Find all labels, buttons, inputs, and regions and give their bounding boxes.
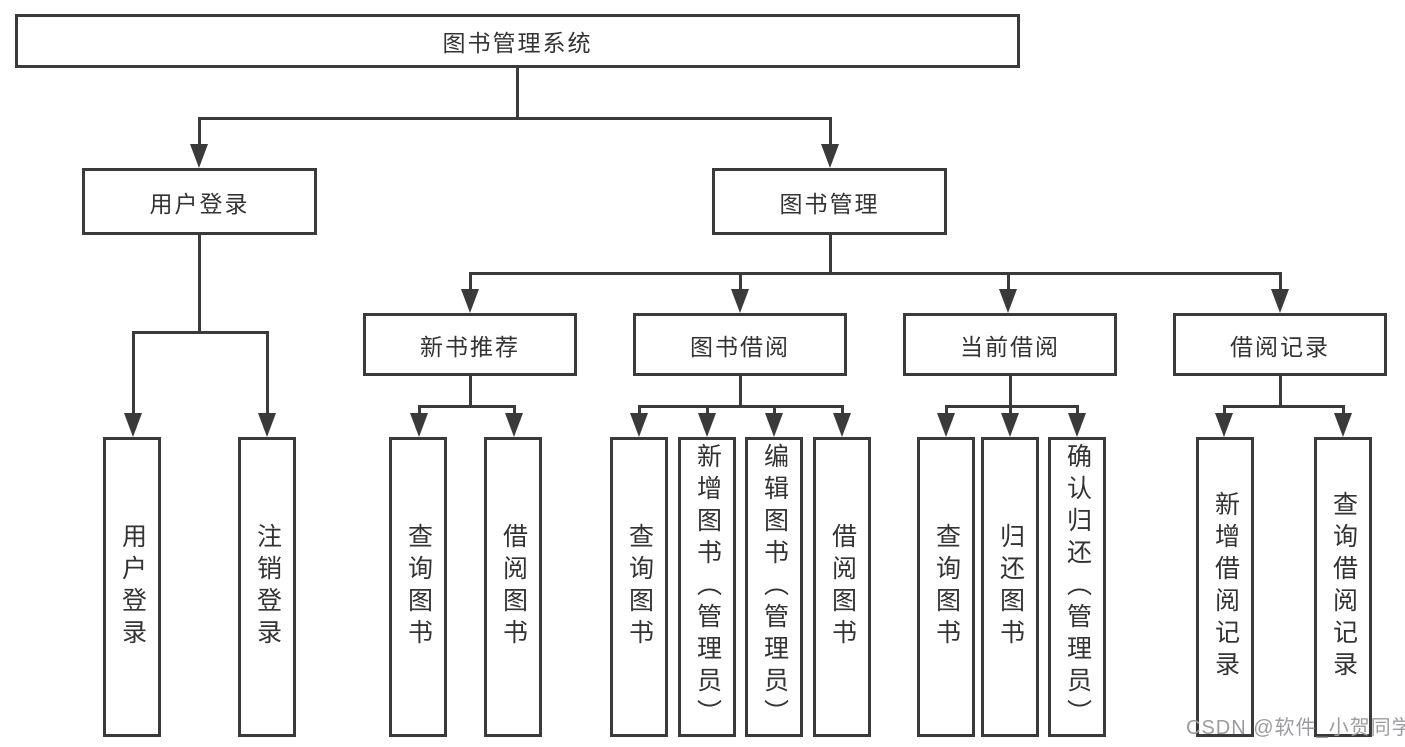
arrowhead-down-icon xyxy=(698,413,716,437)
node-label: 图书管理 xyxy=(779,190,880,217)
connector-hline xyxy=(418,405,516,408)
leaf-label: 确认归还（管理员） xyxy=(1063,443,1092,731)
connector-hline xyxy=(945,405,1079,408)
node-label: 借阅记录 xyxy=(1230,333,1330,360)
connector-hline xyxy=(1223,405,1345,408)
arrowhead-down-icon xyxy=(833,413,851,437)
connector-stem xyxy=(841,405,844,416)
leaf-search-borrow-record: 查询借阅记录 xyxy=(1314,437,1372,737)
leaf-logout: 注销登录 xyxy=(238,437,296,737)
connector-stem xyxy=(266,331,269,415)
leaf-edit-books-admin: 编辑图书（管理员） xyxy=(745,437,803,737)
connector-root-vline xyxy=(516,68,519,120)
arrowhead-down-icon xyxy=(765,413,783,437)
arrowhead-down-icon xyxy=(1001,413,1019,437)
arrowhead-down-icon xyxy=(999,289,1017,313)
arrowhead-down-icon xyxy=(190,144,208,168)
connector-vline xyxy=(1009,376,1012,408)
node-new-book-recommendation: 新书推荐 xyxy=(363,313,577,376)
arrowhead-down-icon xyxy=(124,413,142,437)
leaf-return-books: 归还图书 xyxy=(981,437,1039,737)
connector-hline xyxy=(638,405,844,408)
leaf-label: 新增借阅记录 xyxy=(1211,491,1240,683)
node-label: 新书推荐 xyxy=(420,333,520,360)
csdn-watermark: CSDN @软件_小贺同学 xyxy=(1186,717,1405,739)
leaf-label: 查询借阅记录 xyxy=(1329,491,1358,683)
leaf-add-borrow-record: 新增借阅记录 xyxy=(1196,437,1254,737)
node-book-management: 图书管理 xyxy=(712,168,947,235)
connector-stem xyxy=(1007,272,1010,290)
connector-stem xyxy=(706,405,709,416)
node-current-borrowing: 当前借阅 xyxy=(903,313,1117,376)
connector-stem xyxy=(132,331,135,415)
connector-hline xyxy=(469,272,1281,275)
leaf-search-books-borrowing: 查询图书 xyxy=(610,437,668,737)
arrowhead-down-icon xyxy=(1068,413,1086,437)
leaf-user-login: 用户登录 xyxy=(103,437,161,737)
connector-vline xyxy=(829,235,832,275)
node-label: 图书借阅 xyxy=(690,333,790,360)
connector-hline xyxy=(132,331,269,334)
connector-stem xyxy=(513,405,516,416)
arrowhead-down-icon xyxy=(731,289,749,313)
connector-stem xyxy=(1279,272,1282,290)
connector-stem xyxy=(198,117,201,147)
arrowhead-down-icon xyxy=(258,413,276,437)
arrowhead-down-icon xyxy=(461,289,479,313)
arrowhead-down-icon xyxy=(1215,413,1233,437)
leaf-label: 查询图书 xyxy=(404,523,433,651)
connector-stem xyxy=(829,117,832,147)
leaf-search-books-current: 查询图书 xyxy=(917,437,975,737)
connector-stem xyxy=(418,405,421,416)
leaf-borrow-books-recommend: 借阅图书 xyxy=(484,437,542,737)
leaf-label: 借阅图书 xyxy=(499,523,528,651)
arrowhead-down-icon xyxy=(630,413,648,437)
leaf-label: 注销登录 xyxy=(253,523,282,651)
arrowhead-down-icon xyxy=(1271,289,1289,313)
connector-stem xyxy=(638,405,641,416)
arrowhead-down-icon xyxy=(821,144,839,168)
connector-stem xyxy=(1223,405,1226,416)
connector-stem xyxy=(1076,405,1079,416)
node-library-management-system: 图书管理系统 xyxy=(15,14,1020,68)
connector-stem xyxy=(1342,405,1345,416)
leaf-label: 新增图书（管理员） xyxy=(693,443,722,731)
connector-stem xyxy=(469,272,472,290)
arrowhead-down-icon xyxy=(1334,413,1352,437)
leaf-label: 查询图书 xyxy=(932,523,961,651)
node-label: 用户登录 xyxy=(149,190,250,217)
node-label: 图书管理系统 xyxy=(442,30,593,56)
leaf-add-books-admin: 新增图书（管理员） xyxy=(678,437,736,737)
connector-vline xyxy=(1279,376,1282,408)
arrowhead-down-icon xyxy=(505,413,523,437)
leaf-label: 借阅图书 xyxy=(828,523,857,651)
connector-vline xyxy=(469,376,472,408)
connector-stem xyxy=(1009,405,1012,416)
leaf-confirm-return-admin: 确认归还（管理员） xyxy=(1048,437,1106,737)
leaf-borrow-books: 借阅图书 xyxy=(813,437,871,737)
node-borrowing-records: 借阅记录 xyxy=(1173,313,1387,376)
leaf-label: 归还图书 xyxy=(996,523,1025,651)
node-label: 当前借阅 xyxy=(960,333,1060,360)
leaf-label: 用户登录 xyxy=(118,523,147,651)
connector-stem xyxy=(739,272,742,290)
arrowhead-down-icon xyxy=(410,413,428,437)
connector-root-hline xyxy=(198,117,832,120)
leaf-label: 编辑图书（管理员） xyxy=(760,443,789,731)
leaf-search-books-recommend: 查询图书 xyxy=(389,437,447,737)
connector-stem xyxy=(945,405,948,416)
leaf-label: 查询图书 xyxy=(625,523,654,651)
connector-stem xyxy=(773,405,776,416)
connector-vline xyxy=(739,376,742,408)
arrowhead-down-icon xyxy=(937,413,955,437)
node-user-login: 用户登录 xyxy=(82,168,317,235)
node-book-borrowing: 图书借阅 xyxy=(633,313,847,376)
connector-vline xyxy=(198,235,201,334)
